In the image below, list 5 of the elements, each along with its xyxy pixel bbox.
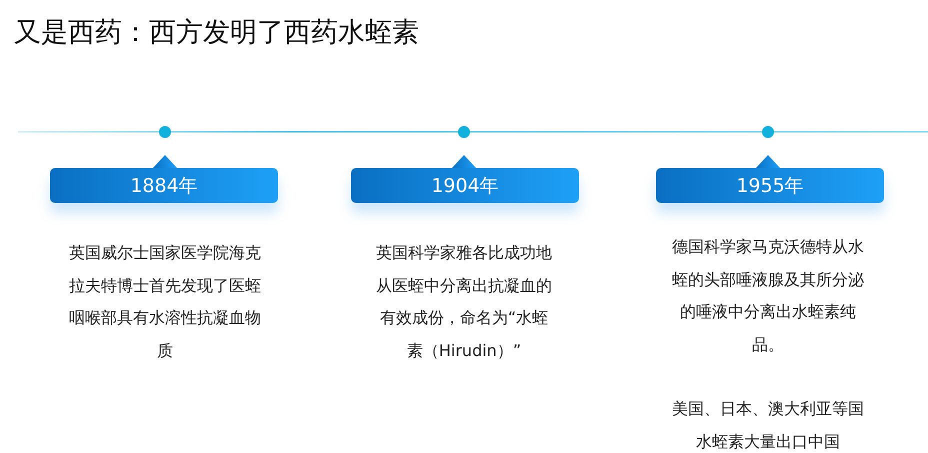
description-text: 德国科学家马克沃德特从水蛭的头部唾液腺及其所分泌的唾液中分离出水蛭素纯品。 bbox=[670, 236, 865, 356]
description-text: 英国威尔士国家医学院海克拉夫特博士首先发现了医蛭咽喉部具有水溶性抗凝血物质 bbox=[68, 242, 262, 362]
description-text: 英国科学家雅各比成功地从医蛭中分离出抗凝血的有效成份，命名为“水蛭素（Hirudin）” bbox=[374, 242, 553, 362]
title: 又是西药：西方发明了西药水蛭素 bbox=[14, 16, 419, 50]
description-text: 美国、日本、澳大利亚等国水蛭素大量出口中国 bbox=[670, 398, 865, 452]
